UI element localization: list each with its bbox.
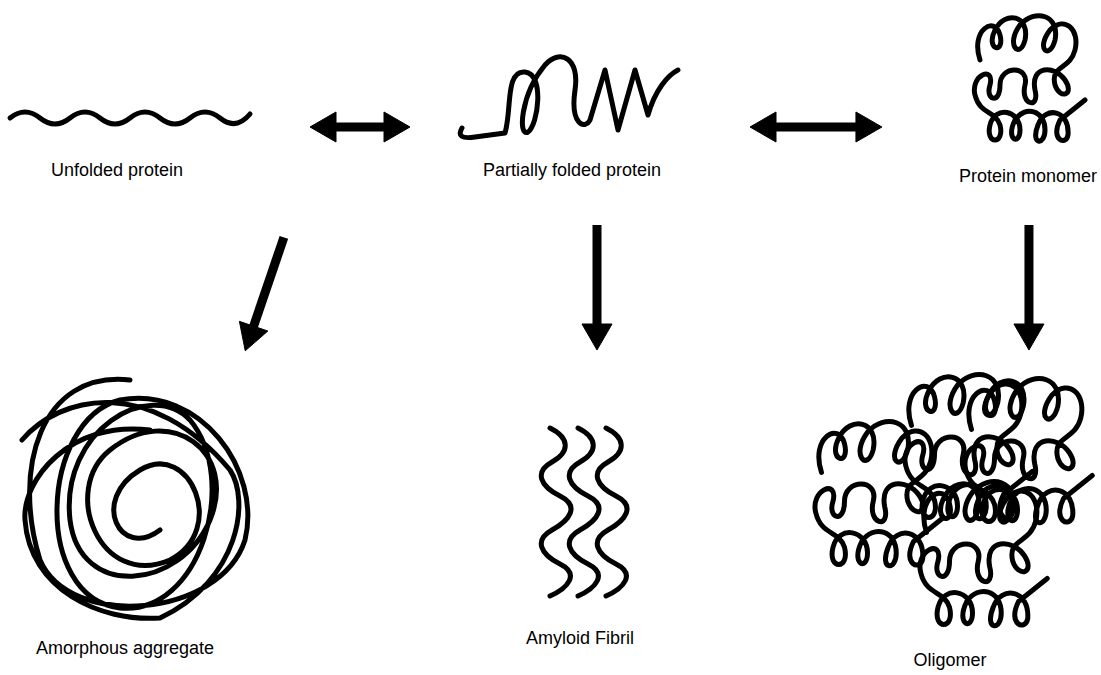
arrow-shaft [770, 123, 862, 132]
oligomer: Oligomer [800, 360, 1100, 673]
arrow-head [310, 112, 336, 142]
transition-arrow [750, 112, 882, 142]
fibril-strand [541, 428, 571, 596]
transition-arrow [310, 112, 410, 142]
node-label: Protein monomer [959, 166, 1097, 187]
transition-arrow [239, 237, 283, 350]
amyloid-fibril: Amyloid Fibril [520, 420, 650, 655]
partially-folded-protein: Partially folded protein [450, 40, 690, 185]
node-label: Amyloid Fibril [526, 628, 634, 649]
arrow-shaft [330, 123, 390, 132]
arrow-head [1014, 324, 1044, 350]
arrow-shaft [252, 237, 284, 332]
node-label: Partially folded protein [483, 160, 661, 181]
arrow-head [582, 324, 612, 350]
node-label: Amorphous aggregate [36, 638, 214, 659]
node-label: Unfolded protein [51, 160, 183, 181]
oligomer-coil [920, 482, 1047, 626]
partially-folded-chain [460, 57, 678, 138]
fibril-strand [597, 428, 627, 596]
monomer-coil [974, 16, 1085, 141]
arrow-head [856, 112, 882, 142]
arrow-head [384, 112, 410, 142]
protein-monomer: Protein monomer [957, 10, 1099, 190]
transition-arrow [1014, 225, 1044, 350]
unfolded-protein: Unfolded protein [10, 95, 300, 190]
arrow-head [750, 112, 776, 142]
fibril-strand [569, 428, 599, 596]
amorphous-tangle [22, 379, 248, 618]
unfolded-chain [10, 112, 250, 124]
transition-arrow [582, 225, 612, 350]
arrow-head [239, 321, 267, 350]
oligomer-coil [965, 379, 1092, 523]
amorphous-aggregate: Amorphous aggregate [15, 365, 260, 665]
arrow-shaft [1024, 225, 1033, 330]
node-label: Oligomer [913, 650, 986, 671]
arrow-shaft [593, 225, 602, 330]
